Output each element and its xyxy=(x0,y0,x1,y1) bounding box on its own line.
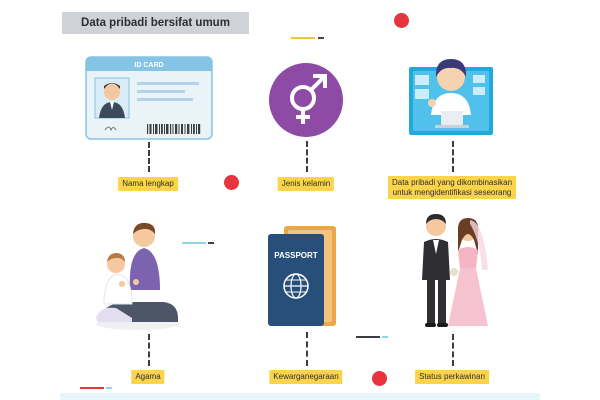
label-text: Agama xyxy=(135,372,161,381)
decor-dash xyxy=(291,37,315,39)
label-text: Data pribadi yang dikombinasikan xyxy=(391,178,513,187)
connector-line xyxy=(148,142,150,172)
connector-line xyxy=(306,332,308,366)
page-title: Data pribadi bersifat umum xyxy=(62,12,249,34)
label-agama: Agama xyxy=(131,370,165,384)
connector-line xyxy=(452,334,454,366)
label-status-perkawinan: Status perkawinan xyxy=(415,370,489,384)
gender-symbol-icon xyxy=(269,63,343,137)
label-nama-lengkap: Nama lengkap xyxy=(118,177,178,191)
label-text: Jenis kelamin xyxy=(281,179,331,188)
label-text: Status perkawinan xyxy=(419,372,485,381)
decor-dash xyxy=(208,242,214,244)
person-at-computer-icon xyxy=(409,59,493,135)
decor-dash xyxy=(182,242,206,244)
decor-dash xyxy=(106,387,112,389)
id-card-icon: ID CARD xyxy=(85,56,213,140)
decor-dash xyxy=(382,336,388,338)
label-text: Kewarganegaraan xyxy=(273,372,339,381)
wedding-couple-icon xyxy=(422,214,488,327)
label-jenis-kelamin: Jenis kelamin xyxy=(277,177,335,191)
label-text: Nama lengkap xyxy=(122,179,174,188)
decor-dot xyxy=(372,371,387,386)
connector-line xyxy=(452,141,454,172)
decor-dash xyxy=(356,336,380,338)
decor-dash xyxy=(80,387,104,389)
label-kewarganegaraan: Kewarganegaraan xyxy=(269,370,343,384)
label-data-kombinasi: Data pribadi yang dikombinasikan untuk m… xyxy=(387,176,517,199)
decor-dash xyxy=(318,37,324,39)
passport-icon: PASSPORT xyxy=(268,226,336,326)
connector-line xyxy=(306,141,308,172)
bottom-band xyxy=(60,393,540,400)
passport-cover-text: PASSPORT xyxy=(274,251,318,260)
connector-line xyxy=(148,334,150,366)
label-text: untuk mengidentifikasi seseorang xyxy=(392,187,512,197)
decor-dot xyxy=(394,13,409,28)
id-card-header-text: ID CARD xyxy=(134,62,163,69)
decor-dot xyxy=(224,175,239,190)
parent-and-child-praying-icon xyxy=(96,222,180,330)
